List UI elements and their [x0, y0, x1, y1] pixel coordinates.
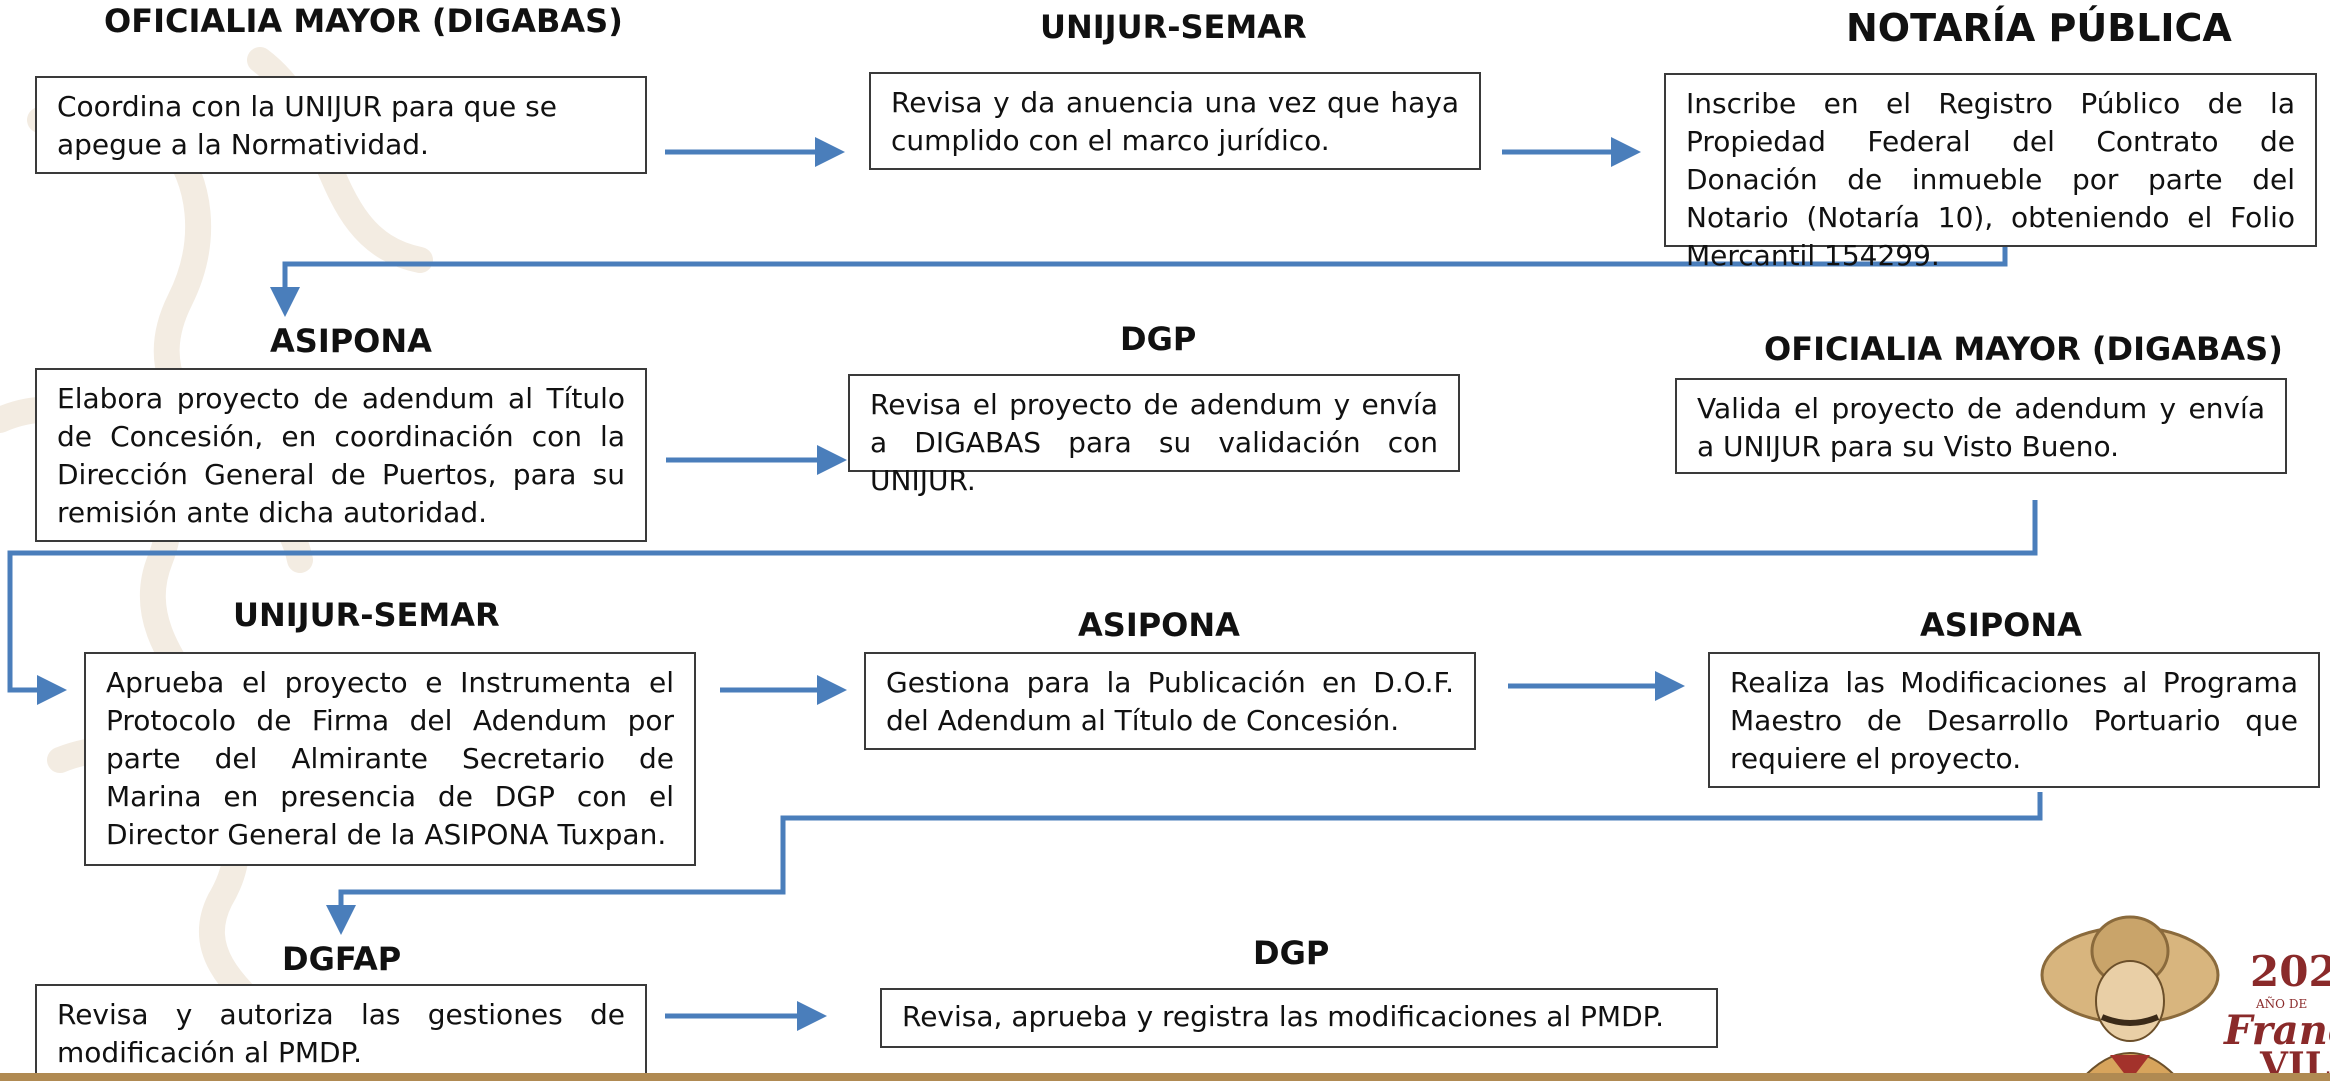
emblem-name: Franc [2224, 1007, 2330, 1054]
step-3-heading: NOTARÍA PÚBLICA [1846, 6, 2232, 50]
bottom-bar [0, 1073, 2330, 1081]
step-6-heading: OFICIALIA MAYOR (DIGABAS) [1764, 330, 2283, 368]
emblem-year: 202 [2250, 947, 2330, 996]
step-8-heading: ASIPONA [1078, 606, 1240, 644]
step-1-box: Coordina con la UNIJUR para que se apegu… [35, 76, 647, 174]
connector-9-10 [326, 792, 2043, 935]
step-2-box: Revisa y da anuencia una vez que haya cu… [869, 72, 1481, 170]
step-3-box: Inscribe en el Registro Público de la Pr… [1664, 73, 2317, 272]
step-6-box: Valida el proyecto de adendum y envía a … [1675, 378, 2287, 474]
step-11-heading: DGP [1253, 934, 1330, 972]
step-5-heading: DGP [1120, 320, 1197, 358]
step-10-box: Revisa y autoriza las gestiones de modif… [35, 984, 647, 1081]
connector-6-7 [7, 500, 2038, 705]
step-4-heading: ASIPONA [270, 322, 432, 360]
step-2-heading: UNIJUR-SEMAR [1040, 8, 1307, 46]
step-9-box: Realiza las Modificaciones al Programa M… [1708, 652, 2320, 788]
step-9-heading: ASIPONA [1920, 606, 2082, 644]
step-7-box: Aprueba el proyecto e Instrumenta el Pro… [84, 652, 696, 866]
step-7-heading: UNIJUR-SEMAR [233, 596, 500, 634]
step-8-box: Gestiona para la Publicación en D.O.F. d… [864, 652, 1476, 750]
step-1-heading: OFICIALIA MAYOR (DIGABAS) [104, 2, 623, 40]
emblem-small: AÑO DE [2256, 997, 2308, 1011]
connector-3-4 [270, 246, 2008, 317]
step-10-heading: DGFAP [282, 940, 402, 978]
step-5-box: Revisa el proyecto de adendum y envía a … [848, 374, 1460, 497]
step-11-box: Revisa, aprueba y registra las modificac… [880, 988, 1718, 1048]
commemorative-emblem: 202 AÑO DE Franc VIL [2040, 905, 2330, 1087]
step-4-box: Elabora proyecto de adendum al Título de… [35, 368, 647, 542]
